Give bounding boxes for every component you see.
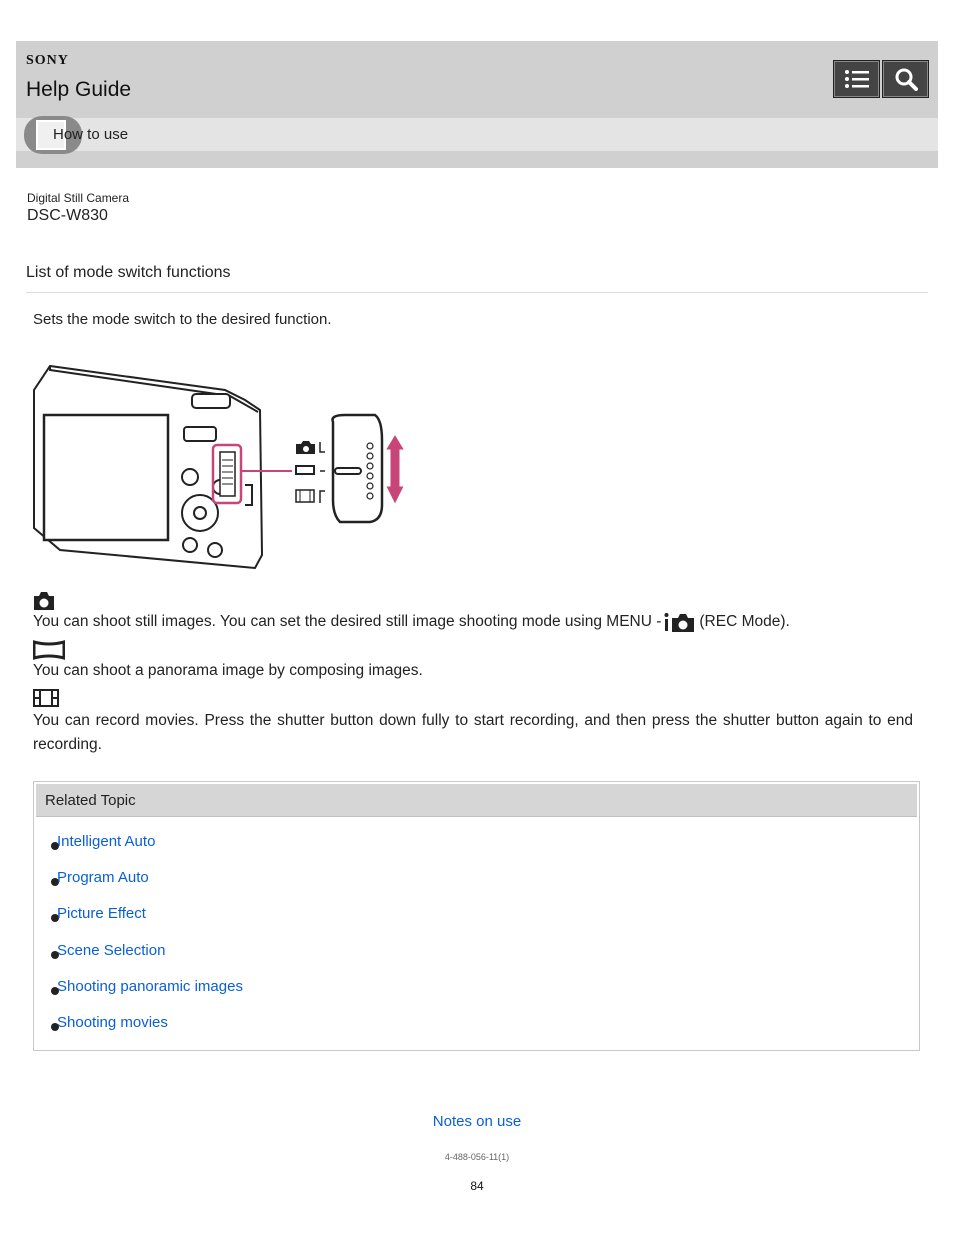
mode-still-text-before: You can shoot still images. You can set …: [33, 613, 662, 630]
list-icon: [844, 70, 869, 88]
breadcrumb-bar: How to use: [16, 116, 938, 154]
bullet-icon: [51, 987, 59, 995]
related-link-scene-selection[interactable]: Scene Selection: [57, 942, 166, 959]
related-link-program-auto[interactable]: Program Auto: [57, 869, 149, 886]
bullet-icon: [51, 951, 59, 959]
bullet-icon: [51, 842, 59, 850]
intro-text: Sets the mode switch to the desired func…: [33, 311, 332, 328]
search-icon: [895, 68, 918, 91]
book-icon: [24, 116, 82, 154]
notes-on-use-link[interactable]: Notes on use: [432, 1113, 522, 1130]
how-to-use-link[interactable]: How to use: [53, 126, 129, 143]
document-number: 4-488-056-11(1): [444, 1152, 510, 1162]
camera-mode-switch-illustration: [33, 364, 404, 570]
mode-still-text-after: (REC Mode).: [699, 613, 790, 630]
movie-icon: [33, 689, 59, 707]
footer-link-container: Notes on use: [0, 1113, 954, 1130]
page-title: List of mode switch functions: [26, 264, 231, 281]
related-topic-heading: Related Topic: [45, 792, 136, 809]
search-button[interactable]: [882, 60, 929, 98]
toc-button[interactable]: [833, 60, 880, 98]
still-camera-icon: [34, 592, 54, 610]
bullet-icon: [51, 878, 59, 886]
header-toolbar: [833, 60, 929, 98]
related-link-picture-effect[interactable]: Picture Effect: [57, 905, 146, 922]
mode-still-text: You can shoot still images. You can set …: [33, 610, 913, 634]
related-link-shooting-movies[interactable]: Shooting movies: [57, 1014, 168, 1031]
rec-mode-icon: [664, 612, 695, 632]
panorama-icon: [33, 640, 65, 660]
brand-logo: SONY: [26, 53, 69, 68]
related-topic-box: Related Topic Intelligent Auto Program A…: [33, 781, 920, 1051]
divider: [26, 292, 928, 293]
bullet-icon: [51, 914, 59, 922]
model-category: Digital Still Camera: [27, 191, 130, 205]
mode-panorama-text: You can shoot a panorama image by compos…: [33, 662, 423, 679]
model-name: DSC-W830: [27, 207, 108, 224]
page-number: 84: [470, 1179, 484, 1193]
help-guide-title[interactable]: Help Guide: [26, 78, 132, 101]
related-topic-header: Related Topic: [36, 784, 917, 817]
mode-movie-text: You can record movies. Press the shutter…: [33, 712, 913, 753]
mode-labels: [295, 441, 315, 503]
related-link-shooting-panoramic[interactable]: Shooting panoramic images: [57, 978, 243, 995]
site-header: SONY Help Guide How to use: [16, 41, 938, 168]
bullet-icon: [51, 1023, 59, 1031]
related-link-intelligent-auto[interactable]: Intelligent Auto: [57, 833, 156, 850]
